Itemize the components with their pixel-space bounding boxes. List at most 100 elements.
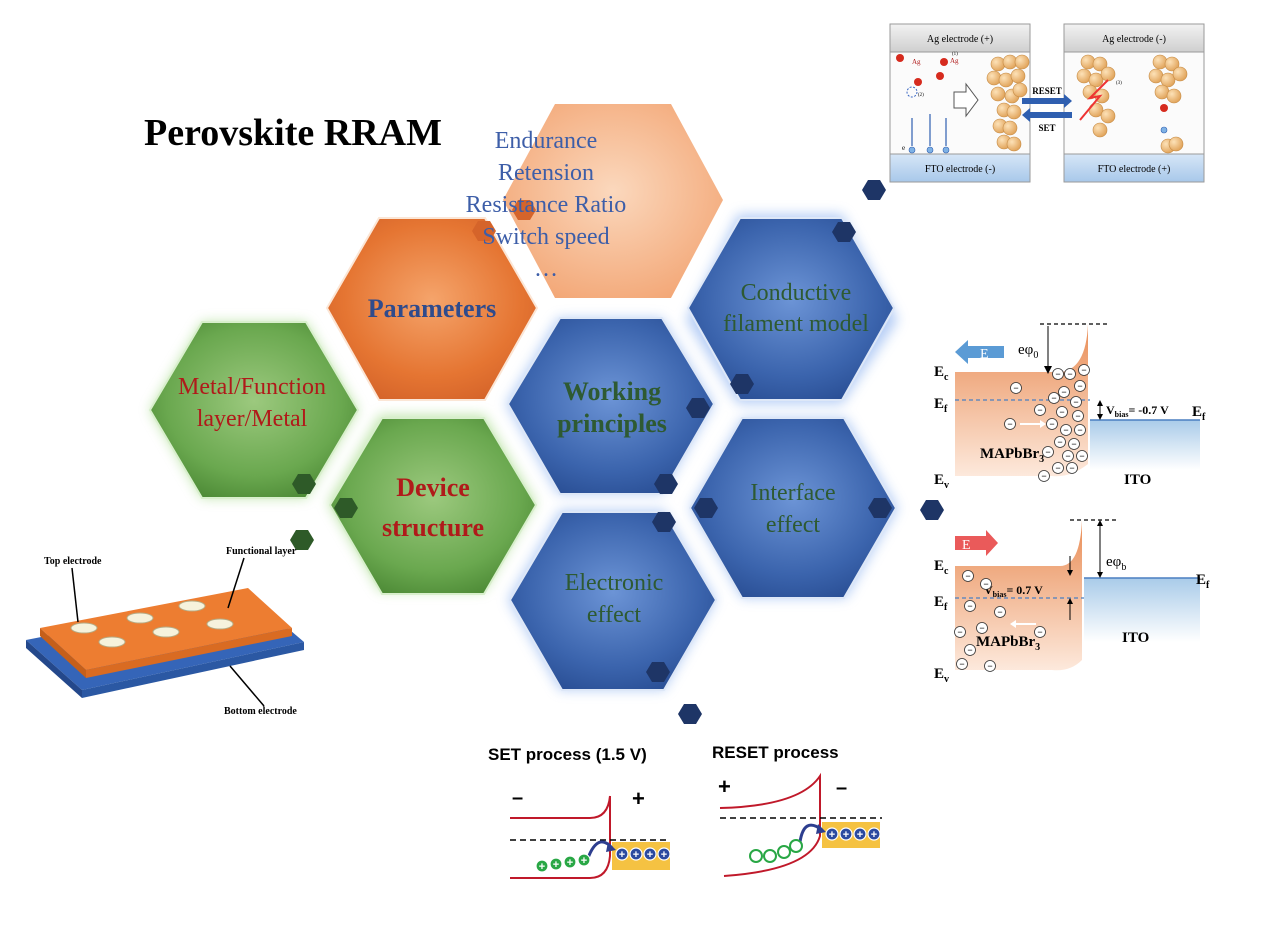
filament-ball: [1006, 136, 1022, 152]
hex-label-electronic-2: effect: [587, 602, 642, 628]
electron-icon: −: [962, 570, 974, 582]
electron-icon: −: [1066, 462, 1078, 474]
hex-conductive-filament[interactable]: [686, 217, 896, 401]
ion-sign: +: [843, 829, 849, 841]
electron-sign: −: [967, 645, 972, 655]
hex-label-working-2: principles: [557, 409, 667, 438]
filament-ball: [1088, 72, 1104, 88]
label-ev-bottom: Ev: [934, 666, 949, 685]
filament-ball: [1164, 56, 1180, 72]
hex-label-parameters: Parameters: [368, 294, 496, 323]
electron-icon: −: [1076, 450, 1088, 462]
ion-sign: +: [633, 849, 639, 861]
electron-sign: −: [1081, 365, 1086, 375]
electron-sign: −: [1055, 463, 1060, 473]
filament-ball: [1092, 122, 1108, 138]
electron-icon: −: [1062, 450, 1074, 462]
electron-sign: −: [1037, 405, 1042, 415]
electron-sign: −: [1059, 407, 1064, 417]
label-reset[interactable]: RESET: [1032, 86, 1062, 96]
hex-label-device-1: Device: [396, 473, 470, 502]
electron-icon: −: [1064, 368, 1076, 380]
electron-icon: −: [994, 606, 1006, 618]
label-ef-right-bottom: Ef: [1196, 572, 1210, 591]
vacancy-icon: [777, 845, 791, 859]
ion-sign: +: [829, 829, 835, 841]
label-e-arrow-bottom: E: [962, 538, 971, 553]
electron-icon: −: [1058, 386, 1070, 398]
electron-sign: −: [1077, 381, 1082, 391]
electron-icon: −: [1010, 382, 1022, 394]
electron-icon: −: [1074, 380, 1086, 392]
electrons-top: −−−−−−−−−−−−−−−−−−−−−−−: [1004, 364, 1090, 482]
electron-sign: −: [987, 661, 992, 671]
ion-sign: +: [857, 829, 863, 841]
label-ag: Ag: [912, 58, 921, 66]
hex-interface-effect[interactable]: [688, 417, 898, 599]
vacancy-icon: [789, 839, 803, 853]
electron-icon: −: [976, 622, 988, 634]
hex-working-principles[interactable]: [506, 317, 716, 495]
electron-icon: −: [1072, 410, 1084, 422]
ion-icon: +: [839, 827, 853, 841]
label-set[interactable]: SET: [1038, 123, 1055, 133]
ion-icon: +: [615, 847, 629, 861]
electron-icon: −: [964, 644, 976, 656]
set-reset-panel: SET process (1.5 V) RESET process – + + …: [488, 743, 882, 879]
filament-ball: [1160, 72, 1176, 88]
filament-ball: [1006, 104, 1022, 120]
hex-device-structure[interactable]: [328, 417, 538, 595]
electron-sign: −: [1007, 419, 1012, 429]
ion-icon: +: [535, 859, 549, 873]
label-bottom-electrode: Bottom electrode: [224, 706, 297, 717]
electron-sign: −: [1013, 383, 1018, 393]
hex-label-working-1: Working: [563, 377, 661, 406]
vacancy-icon: [749, 849, 763, 863]
filament-ball: [1100, 66, 1116, 82]
electron-sign: −: [1041, 471, 1046, 481]
electron-icon: −: [1038, 470, 1050, 482]
electron-sign: −: [979, 623, 984, 633]
electron-icon: −: [1052, 462, 1064, 474]
ion-sign: +: [871, 829, 877, 841]
hex-label-interface-2: effect: [766, 512, 821, 538]
filament-ball: [1152, 54, 1168, 70]
ion-icon: +: [867, 827, 881, 841]
label-ag-ion: Ag: [950, 57, 959, 65]
filament-ball: [1080, 54, 1096, 70]
filament-figure: Ag electrode (+) FTO electrode (-) Ag el…: [889, 23, 1205, 183]
hex-metal-function[interactable]: [148, 321, 360, 499]
set-left-sign: –: [512, 787, 523, 809]
electron-sign: −: [1057, 437, 1062, 447]
ion-icon: +: [629, 847, 643, 861]
electron-sign: −: [1045, 447, 1050, 457]
ion-icon: +: [549, 857, 563, 871]
ion-sign: +: [539, 861, 545, 873]
electron-icon: −: [1078, 364, 1090, 376]
electron-sign: −: [1069, 463, 1074, 473]
param-item-resistance-ratio: Resistance Ratio: [466, 192, 627, 218]
electron-sign: −: [967, 601, 972, 611]
electron-icon: −: [964, 600, 976, 612]
ion-sign: +: [553, 859, 559, 871]
label-ag-minus: Ag electrode (-): [1102, 34, 1166, 45]
band-diagram-top: E eφ0 Ec Ef Ev Vbias= -0.7 V Ef MAPbBr3 …: [934, 323, 1206, 491]
label-ag-plus: Ag electrode (+): [927, 34, 993, 45]
filament-ball: [1014, 54, 1030, 70]
hex-electronic-effect[interactable]: [508, 511, 718, 691]
param-item-switch-speed: Switch speed: [482, 224, 609, 250]
reset-left-sign: +: [718, 774, 731, 799]
label-electron: e: [902, 144, 905, 152]
electron-sign: −: [957, 627, 962, 637]
label-ef-bottom: Ef: [934, 594, 948, 613]
param-item-retension: Retension: [498, 160, 594, 186]
hex-parameters[interactable]: [325, 217, 539, 401]
electron-sign: −: [1073, 397, 1078, 407]
label-ef-right-top: Ef: [1192, 404, 1206, 423]
electron-sign: −: [1067, 369, 1072, 379]
reset-right-sign: –: [836, 777, 847, 799]
electron-icon: −: [1056, 406, 1068, 418]
hex-params-list: [503, 104, 723, 298]
label-material-top: MAPbBr3: [980, 446, 1044, 465]
ion-icon: +: [577, 853, 591, 867]
